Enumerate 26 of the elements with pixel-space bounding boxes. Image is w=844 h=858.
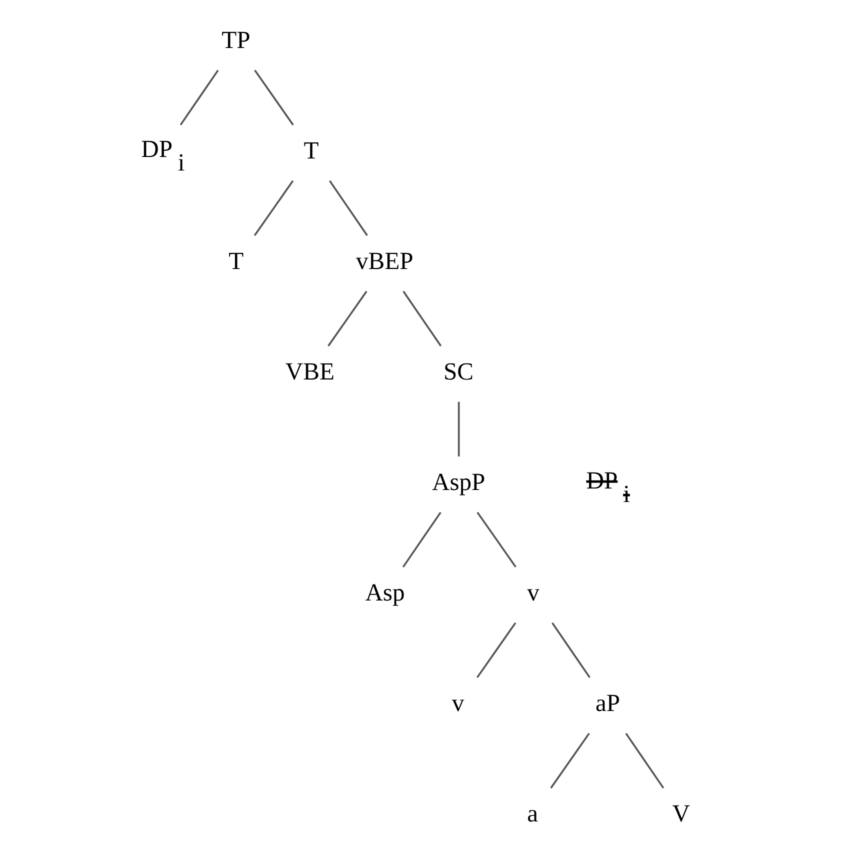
node-text: TP (222, 27, 250, 54)
node-text: vBEP (356, 248, 414, 276)
node-text: SC (443, 358, 474, 386)
connector (254, 70, 294, 126)
node-text: v (527, 580, 540, 607)
connector (328, 290, 368, 346)
connector (402, 290, 442, 346)
node-text: T (304, 138, 319, 165)
connector (476, 512, 516, 568)
node-text: T (228, 248, 244, 276)
node-text: V (672, 800, 690, 828)
node-text: v (452, 690, 464, 718)
connector (625, 732, 664, 789)
node-text: VBE (285, 358, 334, 386)
connector (476, 622, 516, 678)
node-text: aP (595, 690, 620, 718)
connector (552, 622, 590, 678)
connector (180, 70, 219, 126)
connector (328, 180, 368, 236)
node-text: a (527, 800, 538, 828)
connector (254, 180, 294, 236)
node-text: Asp (365, 580, 405, 607)
connector (550, 732, 590, 789)
connector (402, 512, 442, 568)
node-text: AspP (432, 469, 486, 496)
connector (458, 402, 460, 456)
